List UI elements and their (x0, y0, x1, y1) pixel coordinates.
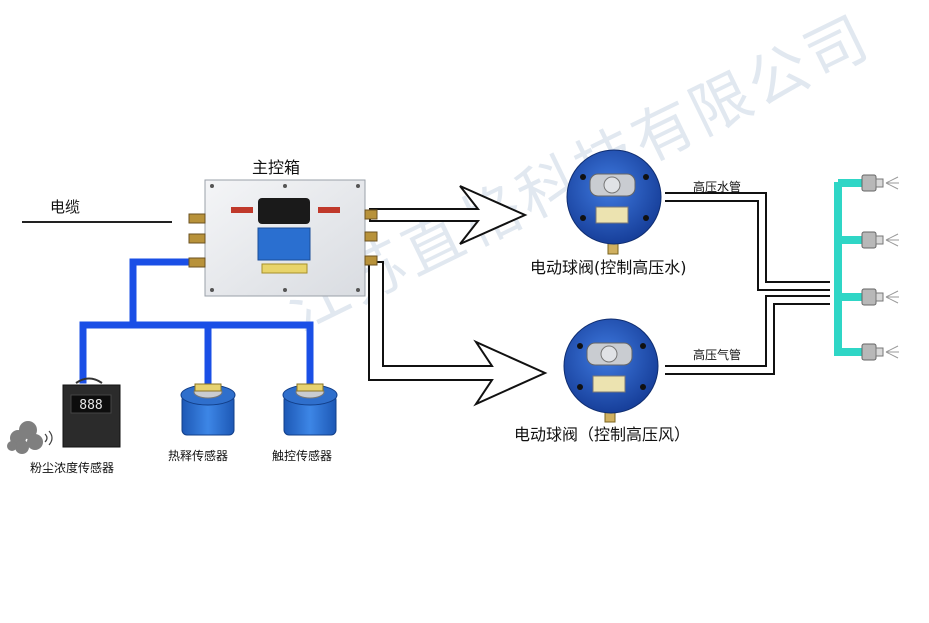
air-valve-label: 电动球阀（控制高压风） (514, 425, 691, 444)
spray-nozzle (861, 288, 899, 306)
signal-wiring (79, 258, 314, 389)
cable-gland (188, 209, 378, 268)
dust-display-readout: 888 (79, 398, 102, 413)
cable-label: 电缆 (50, 198, 81, 216)
electric-ball-valve-water (566, 149, 662, 255)
dust-concentration-sensor: 888 (62, 377, 121, 448)
spray-manifold (834, 179, 862, 356)
touch-sensor (282, 383, 338, 436)
high-pressure-water-pipe (665, 192, 830, 291)
main-control-box (204, 179, 366, 297)
spray-nozzle (861, 174, 899, 192)
electric-ball-valve-air (563, 318, 659, 423)
pipe-to-water-valve (369, 185, 528, 245)
high-pressure-air-pipe (665, 295, 830, 375)
dust-sensor-label: 粉尘浓度传感器 (30, 461, 115, 475)
water-valve-label: 电动球阀(控制高压水) (530, 258, 687, 277)
pyro-sensor-label: 热释传感器 (168, 449, 229, 463)
water-pipe-label: 高压水管 (693, 180, 742, 194)
sound-wave-icon (44, 430, 53, 446)
pyroelectric-sensor (180, 383, 236, 436)
air-pipe-label: 高压气管 (693, 348, 742, 362)
main-control-box-label: 主控箱 (252, 158, 301, 177)
touch-sensor-label: 触控传感器 (272, 449, 333, 463)
dust-cloud-icon (7, 421, 43, 454)
pipe-to-air-valve (366, 261, 548, 407)
spray-nozzle (861, 343, 899, 361)
spray-nozzle (861, 231, 899, 249)
